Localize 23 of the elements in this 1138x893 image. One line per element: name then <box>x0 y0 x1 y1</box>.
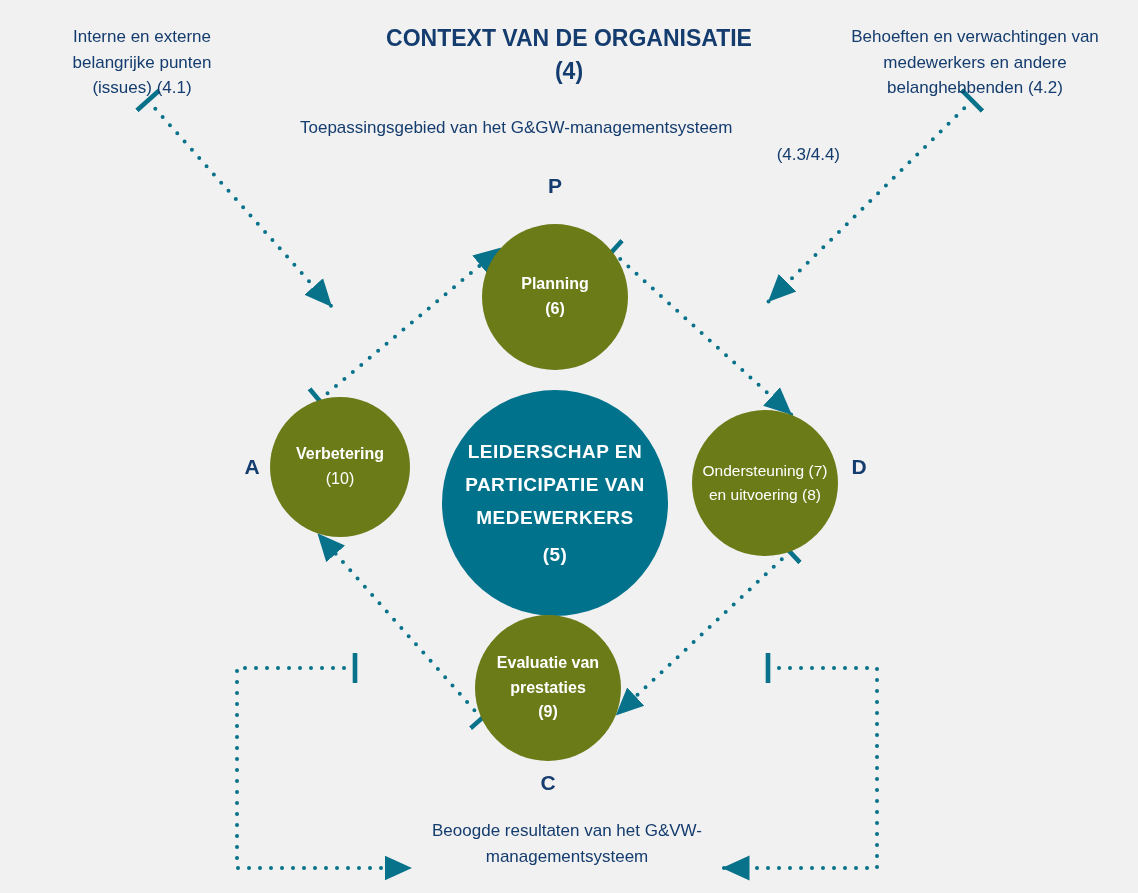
circle-number: (9) <box>538 702 558 723</box>
circle-title: Evaluatie van prestaties <box>495 652 601 698</box>
scope-note: (4.3/4.4) <box>775 144 840 166</box>
circle-title: Verbetering <box>296 444 384 465</box>
dotted-arrow <box>135 88 334 309</box>
dotted-arrow <box>720 653 879 881</box>
phase-letter: P <box>548 174 562 198</box>
dotted-arrow <box>235 653 414 881</box>
circle-number: (6) <box>545 299 565 319</box>
circle-number: (10) <box>325 469 355 489</box>
circle-title: LEIDERSCHAP EN PARTICIPATIE VAN MEDEWERKERS <box>464 439 646 530</box>
note-text: Interne en externe belangrijke punten (issues) (4.1) <box>47 24 237 101</box>
scope-note: Toepassingsgebied van het G&GW-managementsysteem <box>300 117 734 139</box>
phase-letter: D <box>851 455 867 479</box>
note-text: Behoeften en verwachtingen van medewerkers en andere belanghebbenden (4.2) <box>835 24 1115 101</box>
phase-letter: A <box>244 455 260 479</box>
note-text: Beoogde resultaten van het G&VW-managementsysteem <box>412 818 722 869</box>
circle-number: (5) <box>542 543 568 568</box>
circle-title: Ondersteuning (7) en uitvoering (8) <box>702 461 828 505</box>
diagram-title: CONTEXT VAN DE ORGANISATIE (4) <box>385 24 753 87</box>
circle-title: Planning <box>521 274 589 295</box>
dotted-arrow <box>766 88 985 304</box>
phase-letter: C <box>540 771 556 795</box>
